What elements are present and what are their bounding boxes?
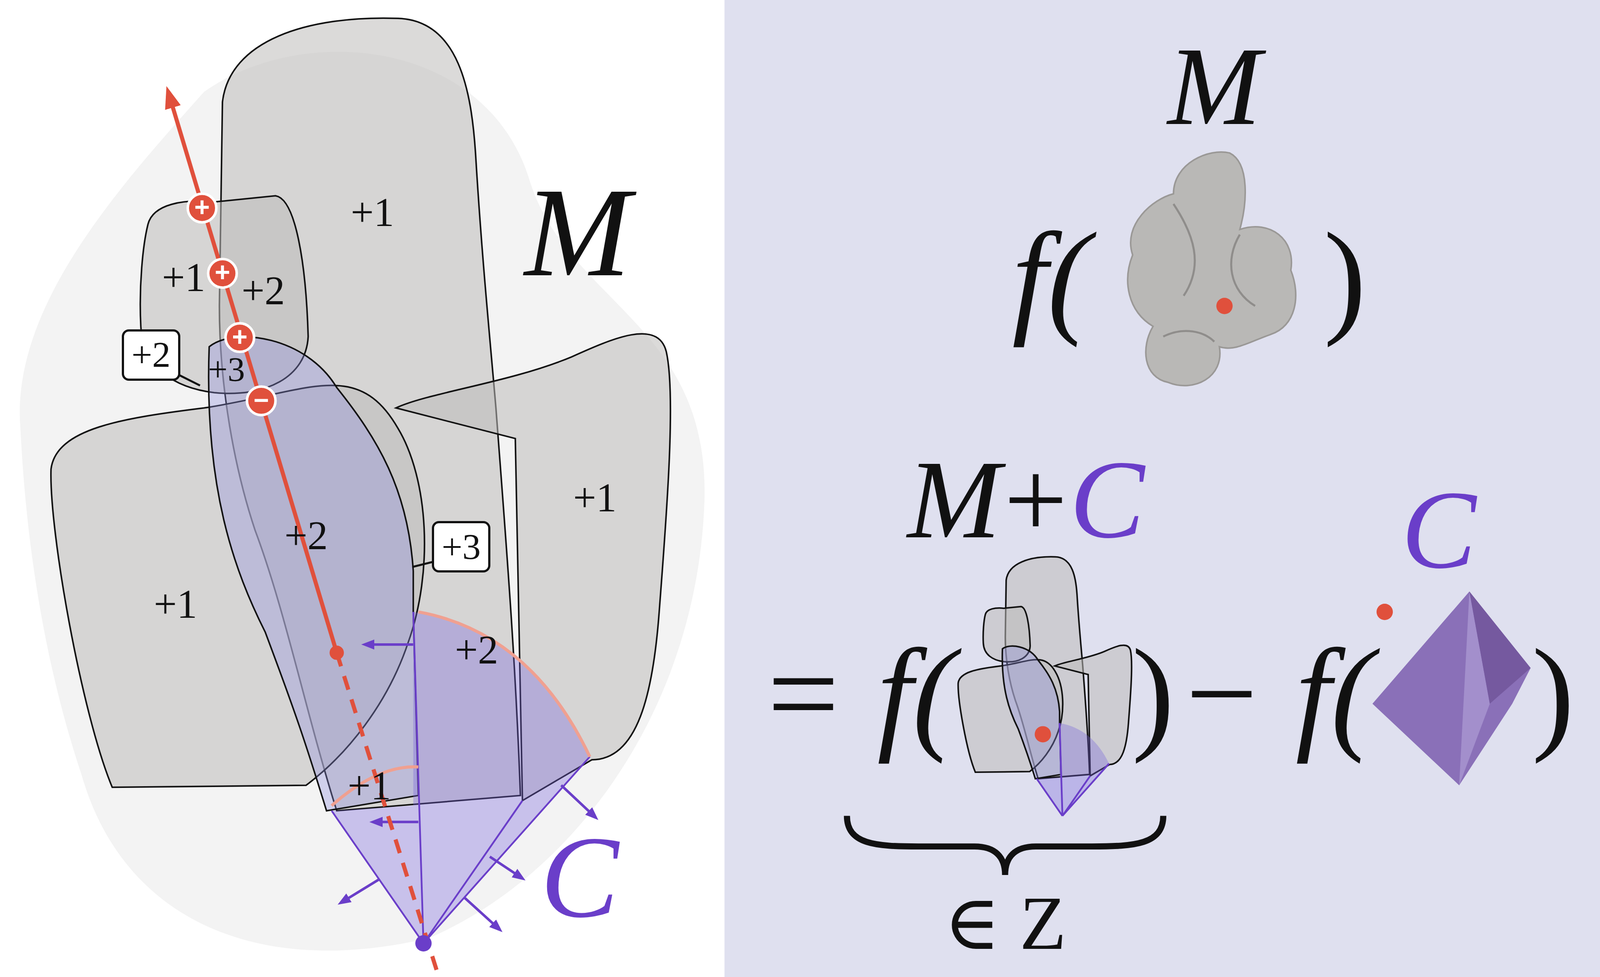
crossing-sign: + bbox=[232, 323, 248, 350]
callout-number: +2 bbox=[131, 336, 171, 374]
formula-text: M bbox=[1167, 30, 1262, 143]
winding-number: +1 bbox=[350, 191, 395, 233]
formula-text: M bbox=[907, 443, 1001, 556]
winding-number: +2 bbox=[241, 270, 285, 312]
formula-text: ) bbox=[1131, 630, 1175, 758]
callout-box: +2 bbox=[121, 329, 181, 382]
callout-box: +3 bbox=[431, 521, 491, 574]
winding-number: +2 bbox=[454, 629, 499, 671]
crossing-sign: − bbox=[253, 386, 269, 413]
formula-text: M bbox=[524, 168, 631, 297]
callout-number: +3 bbox=[441, 528, 481, 566]
crossing-sign: + bbox=[214, 259, 231, 286]
formula-text: − f( bbox=[1177, 630, 1374, 758]
formula-text: ) bbox=[1323, 213, 1367, 342]
formula-text: + bbox=[1004, 443, 1068, 556]
winding-number: +1 bbox=[347, 765, 392, 807]
winding-number: +1 bbox=[161, 257, 206, 299]
formula-text: f( bbox=[1011, 213, 1090, 342]
winding-number: +1 bbox=[573, 477, 617, 519]
formula-text: = f( bbox=[759, 630, 955, 758]
winding-number: +1 bbox=[153, 583, 198, 625]
crossing-sign: + bbox=[194, 193, 210, 221]
formula-text: C bbox=[1401, 474, 1476, 587]
formula-text: C bbox=[540, 818, 619, 937]
winding-number: +2 bbox=[284, 515, 329, 557]
winding-number: +3 bbox=[208, 351, 245, 387]
formula-text: ∈ Z bbox=[943, 885, 1067, 962]
formula-text: ) bbox=[1531, 630, 1575, 758]
formula-text: C bbox=[1069, 443, 1145, 556]
